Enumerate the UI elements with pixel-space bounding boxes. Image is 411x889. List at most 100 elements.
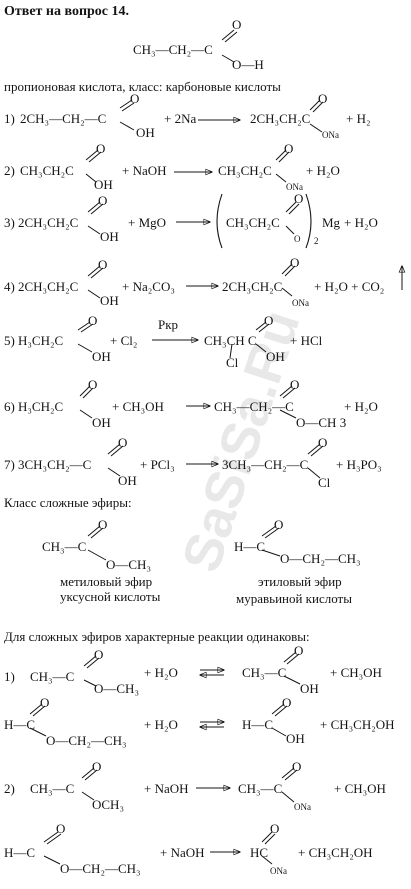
r5-number: 5) bbox=[4, 333, 15, 348]
h1-och3: O—CH₃ bbox=[94, 681, 139, 696]
h1-rest: + CH₃OH bbox=[330, 665, 382, 680]
r5-o: O bbox=[88, 313, 98, 328]
r1-o2: O bbox=[318, 91, 328, 106]
r1-ona: ONa bbox=[322, 130, 339, 140]
s1-rhs: CH₃—C bbox=[238, 781, 283, 796]
h2-o: O bbox=[40, 695, 50, 710]
r3-oh: OH bbox=[100, 229, 119, 244]
r3-rhs: CH₃CH₂C bbox=[226, 215, 280, 230]
s1-lhs: CH₃—C bbox=[30, 781, 75, 796]
h1-rhs: CH₃—C bbox=[242, 665, 287, 680]
h2-oet: O—CH₂—CH₃ bbox=[46, 733, 127, 748]
s1-rest: + CH₃OH bbox=[334, 781, 386, 796]
r2-reagent: + NaOH bbox=[122, 163, 167, 178]
r5-rest: + HCl bbox=[290, 333, 323, 348]
r5-rhs: CH₃CH C bbox=[204, 333, 257, 348]
s2-rest: + CH₃CH₂OH bbox=[298, 845, 373, 860]
r3-o2: O bbox=[294, 191, 304, 206]
r3-rest: + H₂O bbox=[344, 215, 378, 230]
top-formula-oh: O—H bbox=[232, 57, 264, 72]
ester1-och3: O—CH₃ bbox=[106, 557, 151, 572]
r1-reagent: + 2Na bbox=[164, 111, 197, 126]
r2-number: 2) bbox=[4, 163, 15, 178]
r7-cl: Cl bbox=[318, 475, 331, 490]
r5-o2: O bbox=[264, 313, 274, 328]
r7-reagent: + PCl₃ bbox=[140, 457, 175, 472]
r4-o: O bbox=[98, 257, 108, 272]
h2-rest: + CH₃CH₂OH bbox=[320, 717, 395, 732]
r5-cl: Cl bbox=[226, 355, 239, 370]
class-esters-label: Класс сложные эфиры: bbox=[4, 495, 132, 510]
r6-oh: OH bbox=[92, 415, 111, 430]
r4-rest: + H₂O + CO₂ bbox=[314, 279, 385, 294]
r4-ona: ONa bbox=[292, 298, 309, 308]
h1-reagent: + H₂O bbox=[144, 665, 178, 680]
ester1-name-1: метиловый эфир bbox=[60, 574, 153, 589]
s1-reagent: + NaOH bbox=[144, 781, 189, 796]
r6-o2: O bbox=[290, 377, 300, 392]
r2-oh: OH bbox=[94, 177, 113, 192]
top-formula-o: O bbox=[232, 17, 242, 32]
s2-o2: O bbox=[270, 821, 280, 836]
h2-o2: O bbox=[282, 695, 292, 710]
r5-lhs: H₃CH₂C bbox=[18, 333, 64, 348]
ester2-lhs: H—C bbox=[234, 539, 266, 554]
h2-rhs: H—C bbox=[242, 717, 274, 732]
r1-rest: + H₂ bbox=[346, 111, 371, 126]
ester2-o: O bbox=[274, 517, 284, 532]
r1-rhs: 2CH₃CH₂C bbox=[250, 111, 311, 126]
r2-o: O bbox=[96, 141, 106, 156]
r3-o: O bbox=[98, 193, 108, 208]
r7-number: 7) bbox=[4, 457, 15, 472]
r2-rhs: CH₃CH₂C bbox=[218, 163, 272, 178]
top-formula-chain: CH₃—CH₂—C bbox=[133, 42, 213, 57]
s1-number: 2) bbox=[4, 781, 15, 796]
r1-oh: OH bbox=[136, 125, 155, 140]
r4-o2: O bbox=[290, 255, 300, 270]
s1-och3: OCH₃ bbox=[92, 797, 124, 812]
r6-number: 6) bbox=[4, 399, 15, 414]
r3-osub: O bbox=[294, 234, 301, 244]
h2-oh2: OH bbox=[286, 731, 305, 746]
r1-lhs: 2CH₃—CH₂—C bbox=[20, 111, 107, 126]
h1-o: O bbox=[94, 647, 104, 662]
s2-lhs: H—C bbox=[4, 845, 36, 860]
r4-oh: OH bbox=[100, 293, 119, 308]
r5-reagent: + Cl₂ bbox=[110, 333, 138, 348]
r4-reagent: + Na₂CO₃ bbox=[122, 279, 175, 294]
r2-ona: ONa bbox=[286, 182, 303, 192]
s2-reagent: + NaOH bbox=[160, 845, 205, 860]
s2-rhs: HC bbox=[250, 845, 269, 860]
r6-o: O bbox=[88, 377, 98, 392]
r2-lhs: CH₃CH₂C bbox=[20, 163, 74, 178]
r7-rest: + H₃PO₃ bbox=[336, 457, 382, 472]
ester1-o: O bbox=[98, 517, 108, 532]
r1-o: O bbox=[130, 91, 140, 106]
r6-lhs: H₃CH₂C bbox=[18, 399, 64, 414]
r2-o2: O bbox=[284, 141, 294, 156]
r3-reagent: + MgO bbox=[128, 215, 167, 230]
ester2-name-2: муравьиной кислоты bbox=[236, 591, 352, 606]
r7-o: O bbox=[118, 435, 128, 450]
r3-mg: Mg bbox=[322, 215, 341, 230]
r3-lhs: 2CH₃CH₂C bbox=[18, 215, 79, 230]
h1-lhs: CH₃—C bbox=[30, 669, 75, 684]
r2-rest: + H₂O bbox=[306, 163, 340, 178]
s1-o: O bbox=[92, 759, 102, 774]
r6-rhs: CH₃—CH₂—C bbox=[214, 399, 294, 414]
esters-note: Для сложных эфиров характерные реакции о… bbox=[4, 629, 310, 644]
r4-rhs: 2CH₃CH₂C bbox=[222, 279, 283, 294]
r6-reagent: + CH₃OH bbox=[112, 399, 164, 414]
r5-oh: OH bbox=[92, 349, 111, 364]
h2-reagent: + H₂O bbox=[144, 717, 178, 732]
ester2-name-1: этиловый эфир bbox=[258, 574, 342, 589]
s2-oet: O—CH₂—CH₃ bbox=[60, 861, 141, 876]
s2-ona: ONa bbox=[270, 866, 287, 876]
class-acids-label: пропионовая кислота, класс: карбоновые к… bbox=[4, 79, 281, 94]
r7-rhs: 3CH₃—CH₂—C bbox=[222, 457, 309, 472]
r4-lhs: 2CH₃CH₂C bbox=[18, 279, 79, 294]
s2-o: O bbox=[56, 821, 66, 836]
r3-coef: 2 bbox=[314, 236, 319, 246]
